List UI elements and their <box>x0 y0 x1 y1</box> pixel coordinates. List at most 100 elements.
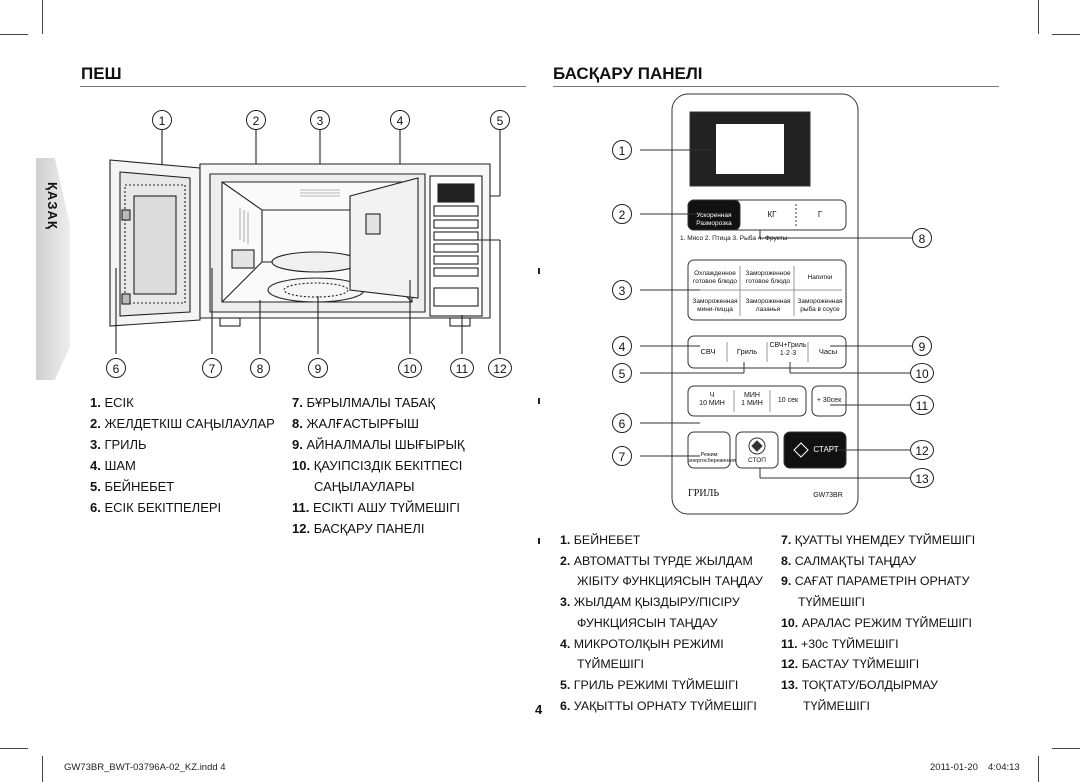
menu-button-drinks[interactable]: Напитки <box>807 274 833 281</box>
callout-r12: 12 <box>910 440 934 460</box>
title-rule <box>80 86 526 87</box>
grill-button[interactable]: Гриль <box>736 347 758 356</box>
callout-r2: 2 <box>612 204 632 224</box>
microwave-button[interactable]: СВЧ <box>700 347 716 356</box>
control-item: 3. ЖЫЛДАМ ҚЫЗДЫРУ/ПІСІРУ <box>560 595 740 610</box>
part-item: 5. БЕЙНЕБЕТ <box>90 479 175 494</box>
callout-r9: 9 <box>912 336 932 356</box>
part-item: 1. ЕСІК <box>90 395 134 410</box>
crop-mark <box>42 0 43 34</box>
callout-r11: 11 <box>910 395 934 415</box>
crop-mark <box>1038 756 1039 782</box>
callout-r7: 7 <box>612 446 632 466</box>
section-title-oven: ПЕШ <box>81 64 122 83</box>
control-item: ЖІБІТУ ФУНКЦИЯСЫН ТАҢДАУ <box>577 574 763 589</box>
callout-8: 8 <box>250 358 270 378</box>
callout-r3: 3 <box>612 280 632 300</box>
control-item: ФУНКЦИЯСЫН ТАҢДАУ <box>577 615 718 630</box>
ten-sec-button[interactable]: 10 сек <box>777 397 799 404</box>
control-item: 4. МИКРОТОЛҚЫН РЕЖИМІ <box>560 636 724 651</box>
control-item: 12. БАСТАУ ТҮЙМЕШІГІ <box>781 657 920 672</box>
callout-10: 10 <box>398 358 422 378</box>
start-button[interactable]: СТАРТ <box>813 445 839 454</box>
parts-list-left: 1. ЕСІК 2. ЖЕЛДЕТКІШ САҢЫЛАУЛАР 3. ГРИЛЬ… <box>90 392 275 518</box>
callout-r10: 10 <box>910 363 934 383</box>
part-item: 7. БҰРЫЛМАЛЫ ТАБАҚ <box>292 395 436 410</box>
stop-button[interactable]: СТОП <box>748 457 766 464</box>
part-item: 10. ҚАУІПСІЗДІК БЕКІТПЕСІ <box>292 458 463 473</box>
control-item: ТҮЙМЕШІГІ <box>577 657 644 672</box>
part-item: 8. ЖАЛҒАСТЫРҒЫШ <box>292 416 419 431</box>
callout-11: 11 <box>450 358 474 378</box>
part-item: 3. ГРИЛЬ <box>90 437 147 452</box>
control-item: ТҮЙМЕШІГІ <box>798 595 865 610</box>
defrost-label: Ускоренная <box>696 212 732 219</box>
callout-4: 4 <box>390 110 410 130</box>
callout-r1: 1 <box>612 140 632 160</box>
callout-r4: 4 <box>612 336 632 356</box>
kg-button[interactable]: КГ <box>767 210 777 219</box>
part-item: 6. ЕСІК БЕКІТПЕЛЕРІ <box>90 500 222 515</box>
part-item: 11. ЕСІКТІ АШУ ТҮЙМЕШІГІ <box>292 500 461 515</box>
model-label: GW73BR <box>813 492 843 499</box>
part-item: 2. ЖЕЛДЕТКІШ САҢЫЛАУЛАР <box>90 416 275 431</box>
crop-mark <box>42 756 43 782</box>
part-item: 12. БАСҚАРУ ПАНЕЛІ <box>292 521 425 536</box>
callout-9: 9 <box>308 358 328 378</box>
crop-mark <box>0 34 28 35</box>
callout-r6: 6 <box>612 413 632 433</box>
footer-date: 2011-01-20 <box>930 762 978 773</box>
crop-mark <box>1038 0 1039 34</box>
control-item: 8. САЛМАҚТЫ ТАҢДАУ <box>781 553 917 568</box>
callout-5: 5 <box>490 110 510 130</box>
page-number: 4 <box>535 702 543 717</box>
plus30-button[interactable]: + 30сек <box>816 397 842 404</box>
crop-mark <box>1052 34 1080 35</box>
control-item: 7. ҚУАТТЫ ҮНЕМДЕУ ТҮЙМЕШІГІ <box>781 533 976 547</box>
control-item: 11. +30с ТҮЙМЕШІГІ <box>781 636 899 651</box>
defrost-button[interactable]: Ускоренная Разморозка <box>690 212 738 228</box>
control-list-left: 1. БЕЙНЕБЕТ 2. АВТОМАТТЫ ТҮРДЕ ЖЫЛДАМ ЖІ… <box>560 530 763 716</box>
control-item: 13. ТОҚТАТУ/БОЛДЫРМАУ <box>781 677 938 692</box>
control-item: 10. АРАЛАС РЕЖИМ ТҮЙМЕШІГІ <box>781 615 972 630</box>
food-types-label: 1. Мясо 2. Птица 3. Рыба 4. Фрукты <box>680 235 788 242</box>
control-item: 1. БЕЙНЕБЕТ <box>560 533 641 547</box>
callout-r8: 8 <box>912 228 932 248</box>
control-item: 6. УАҚЫТТЫ ОРНАТУ ТҮЙМЕШІГІ <box>560 698 757 713</box>
section-title-control-panel: БАСҚАРУ ПАНЕЛІ <box>553 64 703 83</box>
g-button[interactable]: Г <box>817 210 823 219</box>
part-item: САҢЫЛАУЛАРЫ <box>314 479 415 494</box>
control-item: 2. АВТОМАТТЫ ТҮРДЕ ЖЫЛДАМ <box>560 553 753 568</box>
footer-filename: GW73BR_BWT-03796A-02_KZ.indd 4 <box>64 762 226 773</box>
callout-r5: 5 <box>612 363 632 383</box>
control-item: ТҮЙМЕШІГІ <box>803 698 870 713</box>
callout-r13: 13 <box>910 468 934 488</box>
callout-1: 1 <box>152 110 172 130</box>
grill-brand: ГРИЛЬ <box>688 488 720 499</box>
control-item: 5. ГРИЛЬ РЕЖИМІ ТҮЙМЕШІГІ <box>560 677 739 692</box>
control-list-right: 7. ҚУАТТЫ ҮНЕМДЕУ ТҮЙМЕШІГІ 8. САЛМАҚТЫ … <box>781 530 975 716</box>
defrost-label: Разморозка <box>696 220 732 227</box>
callout-6: 6 <box>106 358 126 378</box>
part-item: 9. АЙНАЛМАЛЫ ШЫҒЫРЫҚ <box>292 437 465 452</box>
callout-12: 12 <box>488 358 512 378</box>
crop-mark <box>1052 748 1080 749</box>
parts-list-right: 7. БҰРЫЛМАЛЫ ТАБАҚ 8. ЖАЛҒАСТЫРҒЫШ 9. АЙ… <box>292 392 465 539</box>
control-item: 9. САҒАТ ПАРАМЕТРІН ОРНАТУ <box>781 574 970 589</box>
clock-button[interactable]: Часы <box>818 347 838 356</box>
callout-7: 7 <box>202 358 222 378</box>
callout-2: 2 <box>246 110 266 130</box>
callout-3: 3 <box>310 110 330 130</box>
crop-mark <box>0 748 28 749</box>
title-rule <box>553 86 999 87</box>
